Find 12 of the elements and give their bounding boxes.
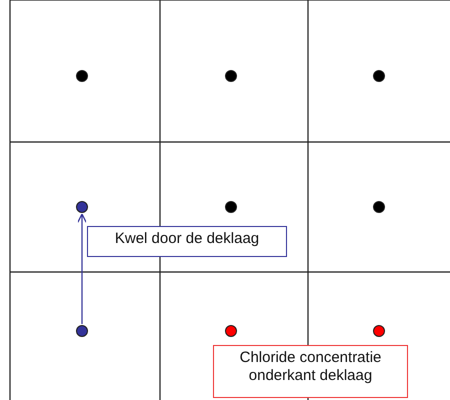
point-dot — [225, 325, 237, 337]
text-box: Kwel door de deklaag — [87, 226, 287, 257]
point-dot — [225, 201, 237, 213]
point-dot — [76, 201, 88, 213]
point-dot — [76, 70, 88, 82]
point-dot — [373, 325, 385, 337]
arrow — [77, 213, 87, 324]
point-dot — [225, 70, 237, 82]
text-box: Chloride concentratie onderkant deklaag — [213, 345, 408, 398]
point-dot — [76, 325, 88, 337]
point-dot — [373, 70, 385, 82]
point-dot — [373, 201, 385, 213]
